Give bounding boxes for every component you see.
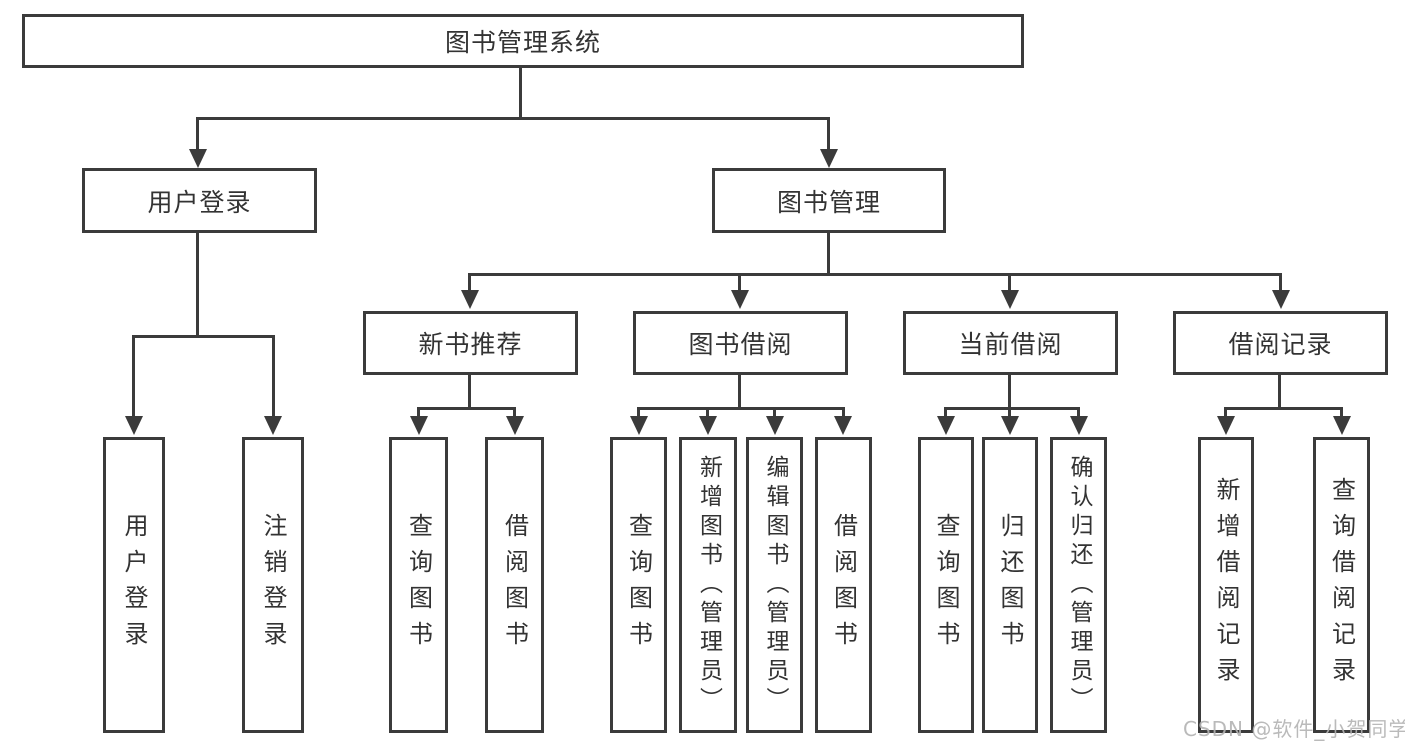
leaf-borrowing-borrow-books-label: 借阅图书 [829,513,858,657]
leaf-recommend-borrow-books: 借阅图书 [485,437,544,733]
connector-line [1224,407,1227,418]
arrow-down-icon [506,416,524,435]
leaf-return-books: 归还图书 [982,437,1038,733]
leaf-edit-books-admin: 编辑图书（管理员） [746,437,803,733]
connector-line [1278,375,1281,410]
leaf-logout-label: 注销登录 [259,513,287,657]
leaf-add-books-admin: 新增图书（管理员） [679,437,737,733]
arrow-down-icon [1217,416,1235,435]
connector-line [637,407,640,418]
connector-line [196,117,830,120]
connector-line [1008,273,1011,292]
arrow-down-icon [189,149,207,168]
connector-line [944,407,947,418]
connector-line [519,68,522,120]
leaf-add-borrow-record-label: 新增借阅记录 [1212,477,1240,693]
connector-line [1340,407,1343,418]
node-borrowing-records-label: 借阅记录 [1228,330,1333,359]
leaf-recommend-query-books: 查询图书 [389,437,448,733]
arrow-down-icon [1070,416,1088,435]
leaf-recommend-borrow-books-label: 借阅图书 [500,513,529,657]
connector-line [1008,375,1011,410]
arrow-down-icon [1001,416,1019,435]
connector-line [513,407,516,418]
connector-line [773,407,776,418]
leaf-user-login-label: 用户登录 [120,513,148,657]
connector-line [944,407,1080,410]
node-user-login: 用户登录 [82,168,317,233]
arrow-down-icon [1001,290,1019,309]
connector-line [637,407,845,410]
node-current-borrowing-label: 当前借阅 [958,330,1063,359]
leaf-borrowing-query-books: 查询图书 [610,437,667,733]
node-root-label: 图书管理系统 [444,28,601,57]
node-new-book-recommend: 新书推荐 [363,311,578,375]
connector-line [132,335,275,338]
leaf-edit-books-admin-label: 编辑图书（管理员） [762,454,788,716]
arrow-down-icon [699,416,717,435]
leaf-borrowing-borrow-books: 借阅图书 [815,437,872,733]
arrow-down-icon [820,149,838,168]
connector-line [272,335,275,418]
connector-line [706,407,709,418]
connector-line [132,335,135,418]
leaf-borrowing-query-books-label: 查询图书 [624,513,653,657]
arrow-down-icon [461,290,479,309]
node-new-book-recommend-label: 新书推荐 [418,330,523,359]
leaf-recommend-query-books-label: 查询图书 [404,513,433,657]
leaf-add-books-admin-label: 新增图书（管理员） [695,454,722,716]
arrow-down-icon [731,290,749,309]
connector-line [468,375,471,410]
leaf-add-borrow-record: 新增借阅记录 [1198,437,1254,733]
leaf-logout: 注销登录 [242,437,304,733]
arrow-down-icon [410,416,428,435]
arrow-down-icon [766,416,784,435]
connector-line [1224,407,1343,410]
connector-line [468,273,1282,276]
connector-line [417,407,420,418]
leaf-return-books-label: 归还图书 [996,513,1024,657]
leaf-current-query-books: 查询图书 [918,437,974,733]
connector-line [827,233,830,276]
arrow-down-icon [834,416,852,435]
connector-line [827,117,830,151]
watermark: CSDN @软件_小贺同学 [1183,717,1405,741]
leaf-confirm-return-admin-label: 确认归还（管理员） [1066,454,1092,716]
leaf-current-query-books-label: 查询图书 [932,513,960,657]
arrow-down-icon [1333,416,1351,435]
leaf-confirm-return-admin: 确认归还（管理员） [1050,437,1107,733]
node-current-borrowing: 当前借阅 [903,311,1118,375]
connector-line [1279,273,1282,292]
connector-line [842,407,845,418]
leaf-query-borrow-record: 查询借阅记录 [1313,437,1370,733]
node-user-login-label: 用户登录 [147,187,252,217]
connector-line [468,273,471,292]
node-book-management: 图书管理 [712,168,946,233]
connector-line [1008,407,1011,418]
arrow-down-icon [1272,290,1290,309]
node-book-borrowing-label: 图书借阅 [688,330,793,359]
connector-line [1077,407,1080,418]
node-borrowing-records: 借阅记录 [1173,311,1388,375]
leaf-query-borrow-record-label: 查询借阅记录 [1327,477,1356,693]
connector-line [738,273,741,292]
node-book-borrowing: 图书借阅 [633,311,848,375]
arrow-down-icon [937,416,955,435]
arrow-down-icon [264,416,282,435]
arrow-down-icon [125,416,143,435]
connector-line [196,117,199,151]
leaf-user-login: 用户登录 [103,437,165,733]
node-root: 图书管理系统 [22,14,1024,68]
arrow-down-icon [630,416,648,435]
node-book-management-label: 图书管理 [776,187,881,217]
connector-line [417,407,516,410]
connector-line [196,233,199,338]
connector-line [738,375,741,410]
